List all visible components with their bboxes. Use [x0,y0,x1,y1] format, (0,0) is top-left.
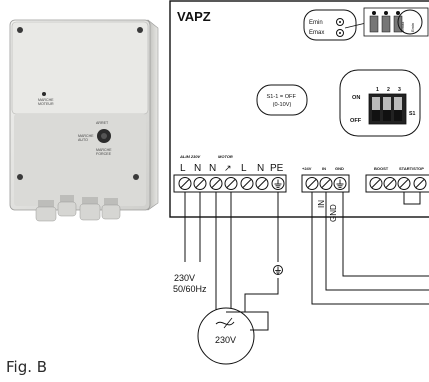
dip-switch-3 [394,110,402,121]
label-arret: ARRET [96,121,109,125]
pot-emax-label: Emax [309,30,324,36]
mains-screw-slot [257,179,267,188]
dip-number-3: 3 [398,87,401,93]
supply-frequency: 50/60Hz [173,284,207,294]
motor-symbol: 230V [197,307,269,365]
header-24v: +24V [302,166,312,171]
dip-switch-2 [383,110,391,121]
pot-tag-emax: Emax [400,22,405,32]
label-marche-forcee: MARCHE FORCEE [96,148,113,156]
terminal-label-motor: ↗ [224,163,232,173]
s1-note-text: S1-1 = OFF (0-10V) [267,94,298,108]
start-stop-bridge [403,192,421,205]
header-boost: BOOST [374,166,389,171]
mains-terminal-block: ALIM 230V MOTOR L N N ↗ L N PE [173,154,287,193]
control-screw-slot [307,179,317,188]
wire-control-24v [311,192,429,305]
header-startstop: START/STOP [399,166,424,171]
mains-screw-slot [180,179,190,188]
label-marche-moteur: MARCHE MOTEUR [38,98,55,106]
supply-voltage: 230V [174,273,195,283]
label-marche-auto: MARCHE AUTO [78,134,95,142]
terminal-label-n2: N [209,163,216,174]
fan-icon [215,321,235,326]
aux-screw-slot [399,179,409,188]
dip-switch-1 [372,110,380,121]
header-alim: ALIM 230V [179,154,201,159]
header-in: IN [322,166,326,171]
mains-screw-slot [242,179,252,188]
pot-tag-emin: Emin [410,23,415,32]
header-gnd: GND [335,166,344,171]
terminal-label-l1: L [180,163,186,174]
cable-glands [35,195,121,222]
terminal-label-n1: N [194,163,201,174]
pot-emin-label: Emin [309,20,323,26]
wire-control-gnd [342,224,429,277]
terminal-label-n3: N [257,163,264,174]
mains-screw-slot [195,179,205,188]
wire-control-in [325,212,429,291]
header-motor: MOTOR [218,154,233,159]
dip-number-2: 2 [387,87,390,93]
dip-on-label: ON [352,95,360,101]
board-title: VAPZ [177,9,211,24]
control-terminal-block: +24V IN GND BOOST START/STOP [301,166,429,205]
dip-off-label: OFF [350,118,362,124]
aux-screw-slot [371,179,381,188]
mains-screw-slot [211,179,221,188]
wiring [184,192,429,312]
control-label-in: IN [317,200,326,208]
status-led [42,92,46,96]
terminal-label-l2: L [241,163,247,174]
mains-screw-slot [226,179,236,188]
dip-number-1: 1 [376,87,379,93]
device-enclosure-photo: MARCHE MOTEUR ARRET MARCHE AUTO MARCHE F… [9,19,159,222]
terminal-label-pe: PE [270,163,284,174]
aux-screw-slot [415,179,425,188]
s1-note-bubble: S1-1 = OFF (0-10V) [256,84,308,116]
motor-voltage: 230V [215,335,236,345]
figure-caption: Fig. B [6,358,48,376]
board-outline [169,0,429,218]
wire-motor-earth [244,278,279,312]
control-label-gnd: GND [329,204,338,222]
ground-icon [273,265,283,275]
dip-s1-label: S1 [409,111,415,117]
potentiometer-group: Emin Emax Emax Emin [303,7,429,41]
aux-screw-slot [385,179,395,188]
control-screw-slot [321,179,331,188]
dip-switch-s1: ON OFF 1 2 3 S1 [339,69,421,137]
